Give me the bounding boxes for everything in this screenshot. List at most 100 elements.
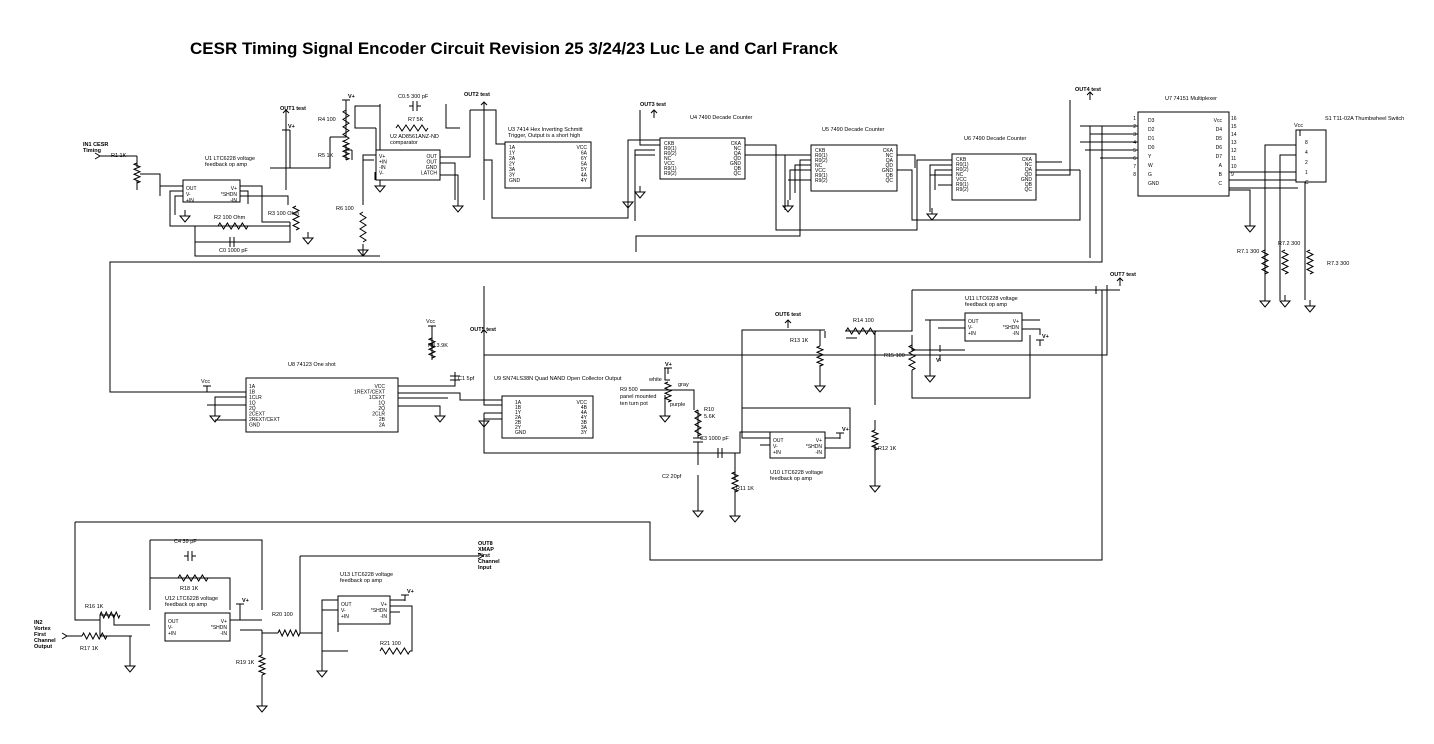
r5-label: R5 1K — [318, 153, 334, 159]
wires — [66, 100, 1310, 700]
passive-components — [61, 91, 1317, 713]
out1-test-point — [282, 109, 290, 118]
u9-right-pin-1: VCC — [576, 400, 587, 406]
u3-left-pin-2: 1Y — [509, 151, 516, 157]
u3-left-pin-5: 3A — [509, 167, 516, 173]
ground-symbol-7 — [633, 186, 647, 199]
r16-resistor — [99, 610, 121, 620]
u3-left-pin-4: 2Y — [509, 162, 516, 168]
s1-pin-2: 4 — [1305, 150, 1308, 156]
ground-symbol-14 — [208, 410, 222, 423]
ground-symbol-17 — [658, 410, 672, 423]
r21-resistor — [379, 647, 411, 655]
u3-right-pin-3: 6Y — [581, 156, 588, 162]
u7-left-num-pin-8: 8 — [1133, 172, 1136, 178]
out5-test-point — [480, 329, 488, 338]
u8-left-pin-8: GND — [249, 423, 261, 429]
u2-right-pin-1: OUT — [426, 154, 437, 160]
ground-symbol-23 — [123, 660, 137, 673]
u7-left-num-pin-5: 5 — [1133, 148, 1136, 154]
out2-test-label: OUT2 test — [464, 92, 490, 98]
vplus-rail-5 — [1036, 339, 1044, 346]
vcc-rail-3 — [203, 385, 211, 392]
ground-symbol-12 — [1278, 295, 1292, 308]
in2-arrow — [61, 632, 68, 640]
vplus-label-4: V+ — [842, 427, 849, 433]
u1-left-pin-1: OUT — [186, 186, 197, 192]
u7-right-pin-1: Vcc — [1214, 118, 1223, 124]
u7-left-pin-8: GND — [1148, 181, 1160, 187]
r13-resistor — [815, 345, 825, 367]
ground-symbol-11 — [1258, 295, 1272, 308]
u3-left-pin-1: 1A — [509, 145, 516, 151]
u5-left-pin-3: R0(2) — [815, 158, 828, 164]
u9-right-pin-2: 4B — [581, 405, 588, 411]
ground-symbol-3 — [356, 244, 370, 257]
r20-resistor — [277, 628, 301, 638]
u7-left-pin-2: D2 — [1148, 127, 1155, 133]
u13-right-pin-2: *SHDN — [371, 608, 388, 614]
r18-label: R18 1K — [180, 586, 199, 592]
u9-right-pin-5: 3B — [581, 420, 588, 426]
u8-right-pin-6: 2CLR — [372, 412, 385, 418]
u10-left-pin-2: V- — [773, 444, 778, 450]
u11-left-pin-1: OUT — [968, 319, 979, 325]
u4-left-pin-2: R0(1) — [664, 146, 677, 152]
r13-label: R13 1K — [790, 338, 809, 344]
u7-body — [1137, 111, 1230, 197]
u7-right-pin-4: D6 — [1216, 145, 1223, 151]
ground-symbol-25 — [315, 665, 329, 678]
u4-right-pin-4: QD — [734, 156, 742, 162]
u1-right-pin-1: V+ — [231, 186, 237, 192]
u6-right-pin-1: CKA — [1022, 157, 1033, 163]
u11-right-pin-1: V+ — [1013, 319, 1019, 325]
r9-label-line-2: panel mounted — [620, 394, 656, 400]
r19-resistor — [257, 654, 267, 676]
u1-right-pin-3: -IN — [230, 198, 237, 204]
r1-resistor — [132, 162, 142, 184]
r8-resistor — [427, 337, 437, 359]
vcc-rail-1 — [1296, 129, 1304, 136]
u7-right-num-pin-5: 12 — [1231, 148, 1237, 154]
u7-right-pin-8: C — [1218, 181, 1222, 187]
ground-symbol-21 — [813, 380, 827, 393]
u7-right-num-pin-6: 11 — [1231, 156, 1236, 162]
u6-left-pin-4: NC — [956, 172, 964, 178]
u3-right-pin-7: 4Y — [581, 178, 588, 184]
r7-label: R7 5K — [408, 117, 424, 123]
u6-left-pin-7: R9(2) — [956, 187, 969, 193]
vplus-label-6: V+ — [242, 598, 249, 604]
u8-right-pin-5: 2Q — [378, 406, 385, 412]
u7-left-num-pin-3: 3 — [1133, 132, 1136, 138]
c4-label: C4 39 pF — [174, 539, 197, 545]
r7-resistor — [395, 124, 429, 132]
r20-label: R20 100 — [272, 612, 293, 618]
u1-title-line-1: U1 LTC6228 voltage — [205, 156, 255, 162]
u3-right-pin-5: 5Y — [581, 167, 588, 173]
u8-title: U8 74123 One shot — [288, 362, 336, 368]
pot-purple-label: purple — [670, 402, 685, 408]
u2-left-pin-3: -IN — [379, 165, 386, 171]
u13-left-pin-2: V- — [341, 608, 346, 614]
ground-symbol-4 — [373, 180, 387, 193]
u8-left-pin-6: 2CEXT — [249, 412, 265, 418]
u2-left-pin-1: V+ — [379, 154, 385, 160]
u6-left-pin-6: R9(1) — [956, 182, 969, 188]
u3-left-pin-6: 3Y — [509, 173, 516, 179]
s1-pin-1: 8 — [1305, 140, 1308, 146]
u4-right-pin-6: QB — [734, 166, 742, 172]
r4-label: R4 100 — [318, 117, 336, 123]
c3-capacitor — [714, 448, 726, 458]
u8-right-pin-3: 1CEXT — [369, 395, 385, 401]
u6-right-pin-2: NC — [1025, 162, 1033, 168]
u7-right-pin-7: B — [1219, 172, 1223, 178]
u13-left-pin-1: OUT — [341, 602, 352, 608]
u7-right-pin-3: D5 — [1216, 136, 1223, 142]
u5-right-pin-1: CKA — [883, 148, 894, 154]
in2-label-line-1: IN2 — [34, 620, 43, 626]
u12-left-pin-2: V- — [168, 625, 173, 631]
u8-right-pin-1: VCC — [374, 384, 385, 390]
in2-label-line-5: Output — [34, 644, 52, 650]
ground-symbol-15 — [433, 410, 447, 423]
out7-test-point — [1116, 277, 1124, 286]
